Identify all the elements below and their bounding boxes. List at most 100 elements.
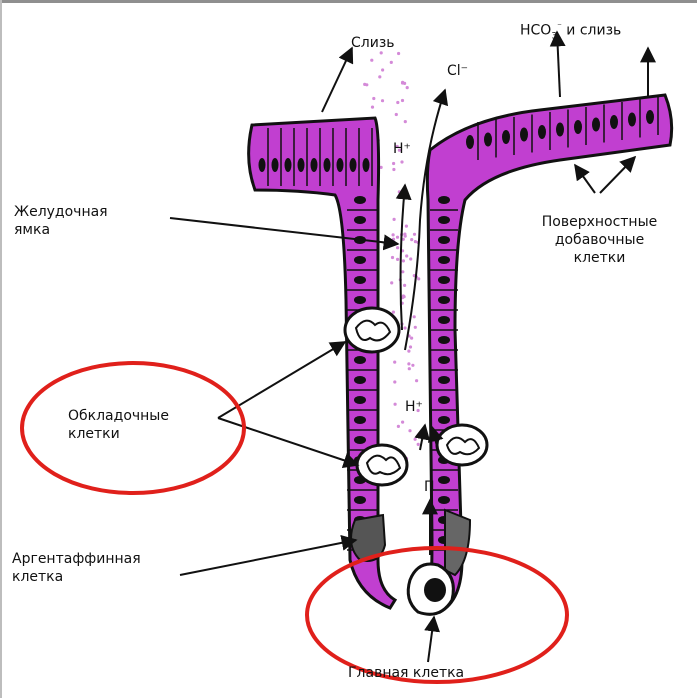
secretion-dot: [407, 362, 410, 365]
argentaffin-line2: клетка: [12, 568, 141, 586]
parietal-pointer-lower: [218, 418, 358, 465]
cell-nucleus: [502, 130, 510, 144]
chief-cell: [408, 564, 453, 614]
hydrogen-arrow-top: [401, 185, 405, 330]
label-bicarbonate-and-mucus: HCO3⁻ и слизь: [520, 18, 621, 45]
secretion-dot: [413, 233, 416, 236]
cell-nucleus: [354, 416, 366, 424]
surface-cells-line1: Поверхностные: [532, 213, 667, 231]
cell-nucleus: [259, 158, 266, 172]
cell-nucleus: [484, 133, 492, 147]
parietal-cell-upper: [345, 308, 399, 352]
mucus-arrow: [322, 48, 352, 112]
cell-nucleus: [438, 296, 450, 304]
secretion-dot: [415, 379, 418, 382]
cell-nucleus: [438, 236, 450, 244]
label-chief-cell: Главная клетка: [348, 664, 464, 682]
cell-nucleus: [520, 128, 528, 142]
cell-nucleus: [298, 158, 305, 172]
secretion-dot: [402, 259, 405, 262]
secretion-dot: [414, 438, 417, 441]
cell-nucleus: [354, 296, 366, 304]
cell-nucleus: [354, 196, 366, 204]
cell-nucleus: [538, 125, 546, 139]
cell-nucleus: [350, 158, 357, 172]
secretion-dot: [371, 106, 374, 109]
cell-nucleus: [438, 356, 450, 364]
secretion-dot: [392, 238, 395, 241]
cell-nucleus: [354, 256, 366, 264]
secretion-dot: [396, 236, 399, 239]
secretion-dot: [401, 421, 404, 424]
hydrogen-arrow-bottom-left: [420, 425, 425, 450]
cell-nucleus: [592, 118, 600, 132]
secretion-dot: [397, 425, 400, 428]
cell-nucleus: [646, 110, 654, 124]
secretion-dot: [390, 281, 393, 284]
cell-nucleus: [363, 158, 370, 172]
secretion-dot: [414, 326, 417, 329]
secretion-dot: [372, 97, 375, 100]
secretion-dot: [392, 233, 395, 236]
secretion-dot: [417, 277, 420, 280]
secretion-dot: [405, 254, 408, 257]
secretion-dot: [401, 99, 404, 102]
cell-nucleus: [438, 276, 450, 284]
cell-nucleus: [438, 196, 450, 204]
label-gastric-pit: Желудочная ямка: [14, 203, 108, 239]
gastric-pit-line2: ямка: [14, 221, 108, 239]
cell-nucleus: [354, 436, 366, 444]
secretion-dot: [409, 345, 412, 348]
cell-nucleus: [628, 113, 636, 127]
secretion-dot: [404, 120, 407, 123]
argentaffin-pointer: [180, 540, 356, 575]
secretion-dot: [401, 270, 404, 273]
secretion-dot: [390, 61, 393, 64]
argentaffin-line1: Аргентаффинная: [12, 550, 141, 568]
gastric-pit-line1: Желудочная: [14, 203, 108, 221]
secretion-dot: [400, 160, 403, 163]
dark-cell-right: [445, 510, 470, 575]
parietal-cell-lower-left: [357, 445, 407, 485]
cell-nucleus: [556, 123, 564, 137]
secretion-dot: [381, 68, 384, 71]
secretion-dot: [398, 190, 401, 193]
cell-nucleus: [324, 158, 331, 172]
cell-nucleus: [438, 216, 450, 224]
cell-nucleus: [337, 158, 344, 172]
cell-nucleus: [438, 476, 450, 484]
cell-nucleus: [438, 256, 450, 264]
cell-nucleus: [438, 416, 450, 424]
cell-nucleus: [438, 376, 450, 384]
cell-nucleus: [438, 336, 450, 344]
secretion-dot: [410, 238, 413, 241]
cell-nucleus: [610, 115, 618, 129]
surface-cells-pointer-left: [575, 165, 595, 193]
label-chloride: Cl⁻: [447, 62, 468, 80]
cell-nucleus: [438, 316, 450, 324]
cell-nucleus: [438, 396, 450, 404]
secretion-dot: [393, 361, 396, 364]
hco3-text: HCO: [520, 23, 551, 39]
secretion-dot: [413, 315, 416, 318]
secretion-dot: [370, 59, 373, 62]
cell-nucleus: [354, 396, 366, 404]
secretion-dot: [392, 162, 395, 165]
secretion-dot: [381, 99, 384, 102]
label-pepsin: П: [424, 478, 435, 496]
cell-nucleus: [272, 158, 279, 172]
cell-nucleus: [438, 496, 450, 504]
secretion-dot: [378, 75, 381, 78]
label-hydrogen-top: H⁺: [393, 140, 411, 158]
label-surface-cells: Поверхностные добавочные клетки: [532, 213, 667, 267]
cell-nucleus: [354, 496, 366, 504]
secretion-dot: [408, 367, 411, 370]
parietal-cell-lower-right: [437, 425, 487, 465]
secretion-dot: [407, 350, 410, 353]
surface-cells-pointer-right: [600, 157, 635, 193]
cell-nucleus: [574, 120, 582, 134]
cell-nucleus: [354, 276, 366, 284]
secretion-dot: [417, 443, 420, 446]
secretion-dot: [365, 83, 368, 86]
